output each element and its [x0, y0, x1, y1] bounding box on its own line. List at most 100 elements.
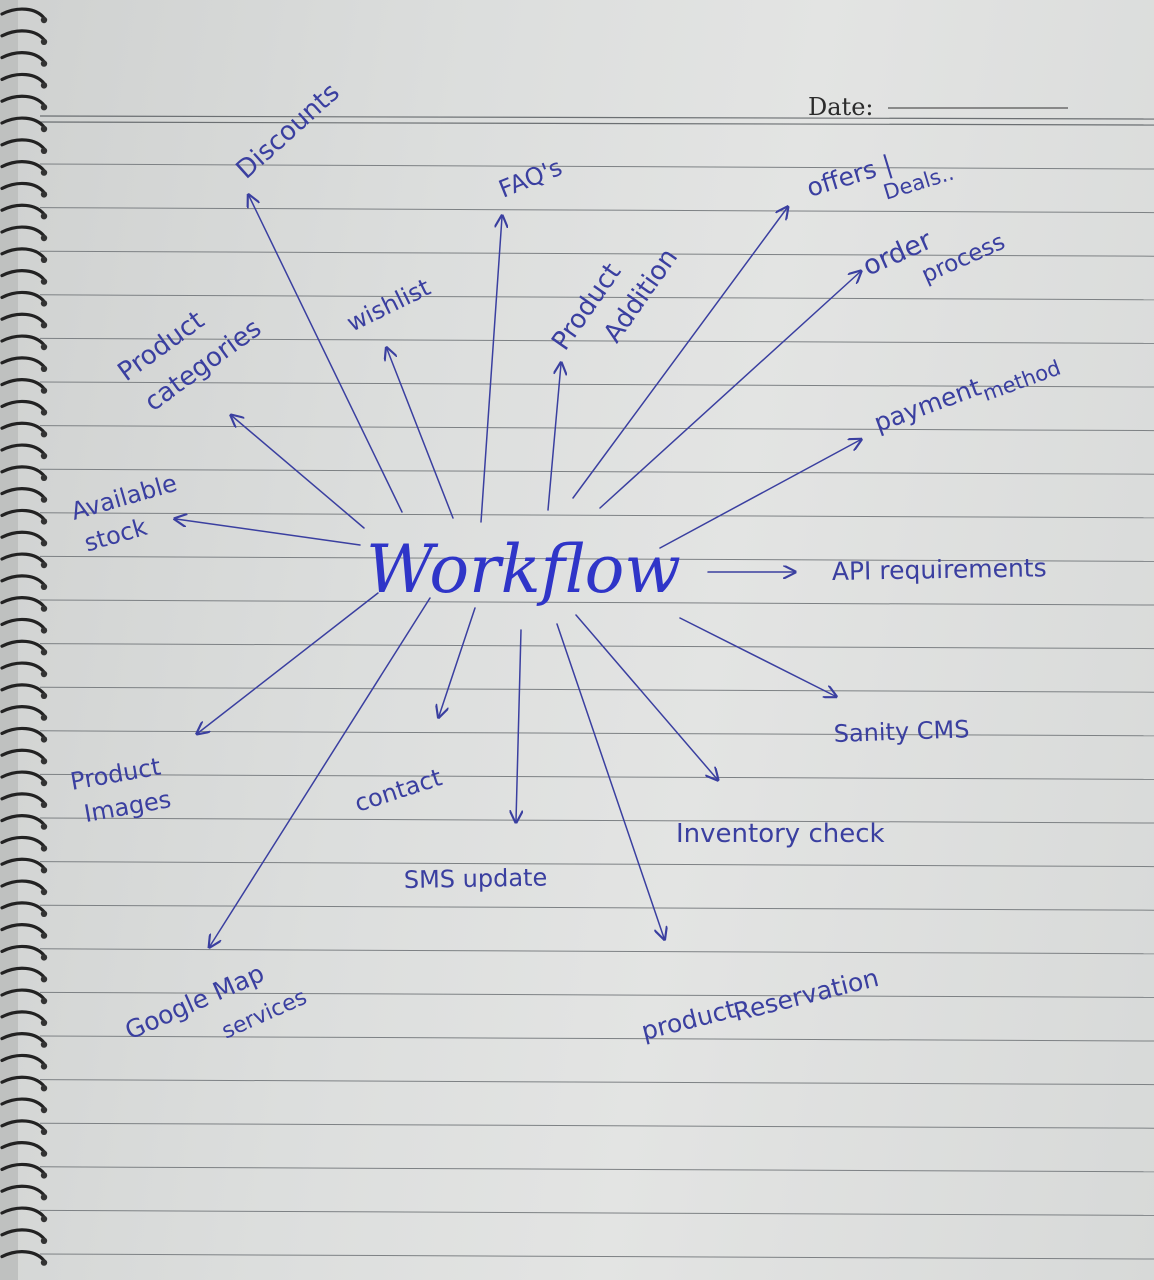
spiral-ring	[0, 726, 46, 739]
spiral-hole	[40, 1237, 48, 1245]
spiral-ring	[0, 1184, 46, 1197]
spiral-hole	[40, 845, 48, 852]
spiral-ring	[0, 116, 46, 129]
ruled-line	[39, 1253, 1154, 1260]
ruled-line	[39, 1079, 1154, 1086]
spiral-hole	[40, 801, 48, 808]
ruled-lines	[39, 115, 1154, 1260]
arrow-contact	[439, 607, 476, 716]
spiral-ring	[0, 1250, 46, 1263]
spiral-hole	[40, 82, 48, 89]
spiral-ring	[0, 160, 46, 173]
spiral-hole	[40, 627, 48, 634]
spiral-hole	[40, 561, 48, 569]
spiral-ring	[0, 923, 46, 936]
spiral-hole	[40, 343, 48, 351]
arrow-discounts	[249, 196, 403, 513]
spiral-ring	[0, 1228, 46, 1241]
node-product-addition: Product Addition	[546, 221, 684, 377]
arrow-product-images	[198, 592, 379, 733]
spiral-hole	[40, 322, 48, 329]
arrow-inventory-check	[575, 614, 717, 779]
ruled-line	[39, 904, 1154, 911]
ruled-line	[39, 337, 1154, 344]
spiral-hole	[40, 409, 48, 416]
spiral-ring	[0, 138, 46, 151]
spiral-ring	[0, 1075, 46, 1088]
spiral-hole	[40, 496, 48, 503]
node-payment-method: payment method	[870, 344, 1064, 444]
spiral-ring	[0, 421, 46, 434]
center-node-workflow: Workflow	[366, 531, 681, 608]
spiral-hole	[40, 954, 48, 961]
spiral-ring	[0, 705, 46, 718]
arrow-wishlist	[387, 349, 454, 519]
date-label: Date:	[808, 93, 873, 121]
spiral-ring	[0, 290, 46, 303]
spiral-ring	[0, 181, 46, 194]
spiral-hole	[40, 518, 48, 525]
spiral-ring	[0, 835, 46, 848]
spiral-hole	[40, 234, 48, 242]
spiral-ring	[0, 247, 46, 260]
ruled-line	[39, 686, 1154, 693]
ruled-line	[39, 512, 1154, 519]
ruled-line	[39, 773, 1154, 780]
spiral-ring	[0, 639, 46, 652]
spiral-hole	[40, 692, 48, 699]
spiral-hole	[40, 474, 48, 481]
spiral-ring	[0, 356, 46, 369]
arrow-google-map-services	[210, 597, 431, 946]
ruled-line	[39, 163, 1154, 170]
node-product-categories: Product categories	[112, 281, 267, 420]
spiral-ring	[0, 29, 46, 42]
ruled-line	[39, 1122, 1154, 1129]
spiral-hole	[40, 1128, 48, 1136]
spiral-hole	[40, 736, 48, 743]
ruled-line	[39, 991, 1154, 998]
spiral-hole	[40, 60, 48, 67]
spiral-ring	[0, 966, 46, 979]
spiral-ring	[0, 1206, 46, 1219]
spiral-hole	[40, 191, 48, 198]
spiral-ring	[0, 814, 46, 827]
spiral-ring	[0, 7, 46, 20]
spiral-hole	[40, 997, 48, 1005]
ruled-line	[39, 468, 1154, 475]
ruled-line	[39, 1166, 1154, 1173]
spiral-ring	[0, 988, 46, 1001]
arrow-payment-method	[659, 440, 860, 549]
spiral-hole	[40, 910, 48, 917]
ruled-line	[39, 948, 1154, 955]
spiral-ring	[0, 465, 46, 478]
spiral-ring	[0, 661, 46, 674]
arrow-offers-deals	[572, 208, 787, 499]
spiral-hole	[40, 779, 48, 787]
spiral-hole	[40, 867, 48, 874]
spiral-ring	[0, 530, 46, 543]
spiral-ring	[0, 944, 46, 957]
spiral-ring	[0, 1119, 46, 1132]
spiral-ring	[0, 1032, 46, 1045]
spiral-hole	[40, 1019, 48, 1026]
node-sanity-cms: Sanity CMS	[833, 715, 970, 748]
ruled-line	[39, 1035, 1154, 1042]
node-discounts: Discounts	[231, 77, 346, 185]
spiral-ring	[0, 1097, 46, 1110]
spiral-ring	[0, 399, 46, 412]
ruled-line	[39, 381, 1154, 388]
spiral-hole	[40, 1215, 48, 1223]
spiral-ring	[0, 792, 46, 805]
spiral-hole	[40, 714, 48, 721]
spiral-hole	[40, 1106, 48, 1114]
header-rule	[39, 121, 1154, 126]
spiral-hole	[40, 1172, 48, 1179]
spiral-hole	[40, 278, 48, 285]
spiral-hole	[40, 1063, 48, 1070]
node-available-stock: Available stock	[68, 467, 197, 559]
spiral-hole	[40, 38, 48, 45]
spiral-hole	[40, 16, 48, 24]
spiral-ring	[0, 574, 46, 587]
spiral-hole	[40, 888, 48, 896]
